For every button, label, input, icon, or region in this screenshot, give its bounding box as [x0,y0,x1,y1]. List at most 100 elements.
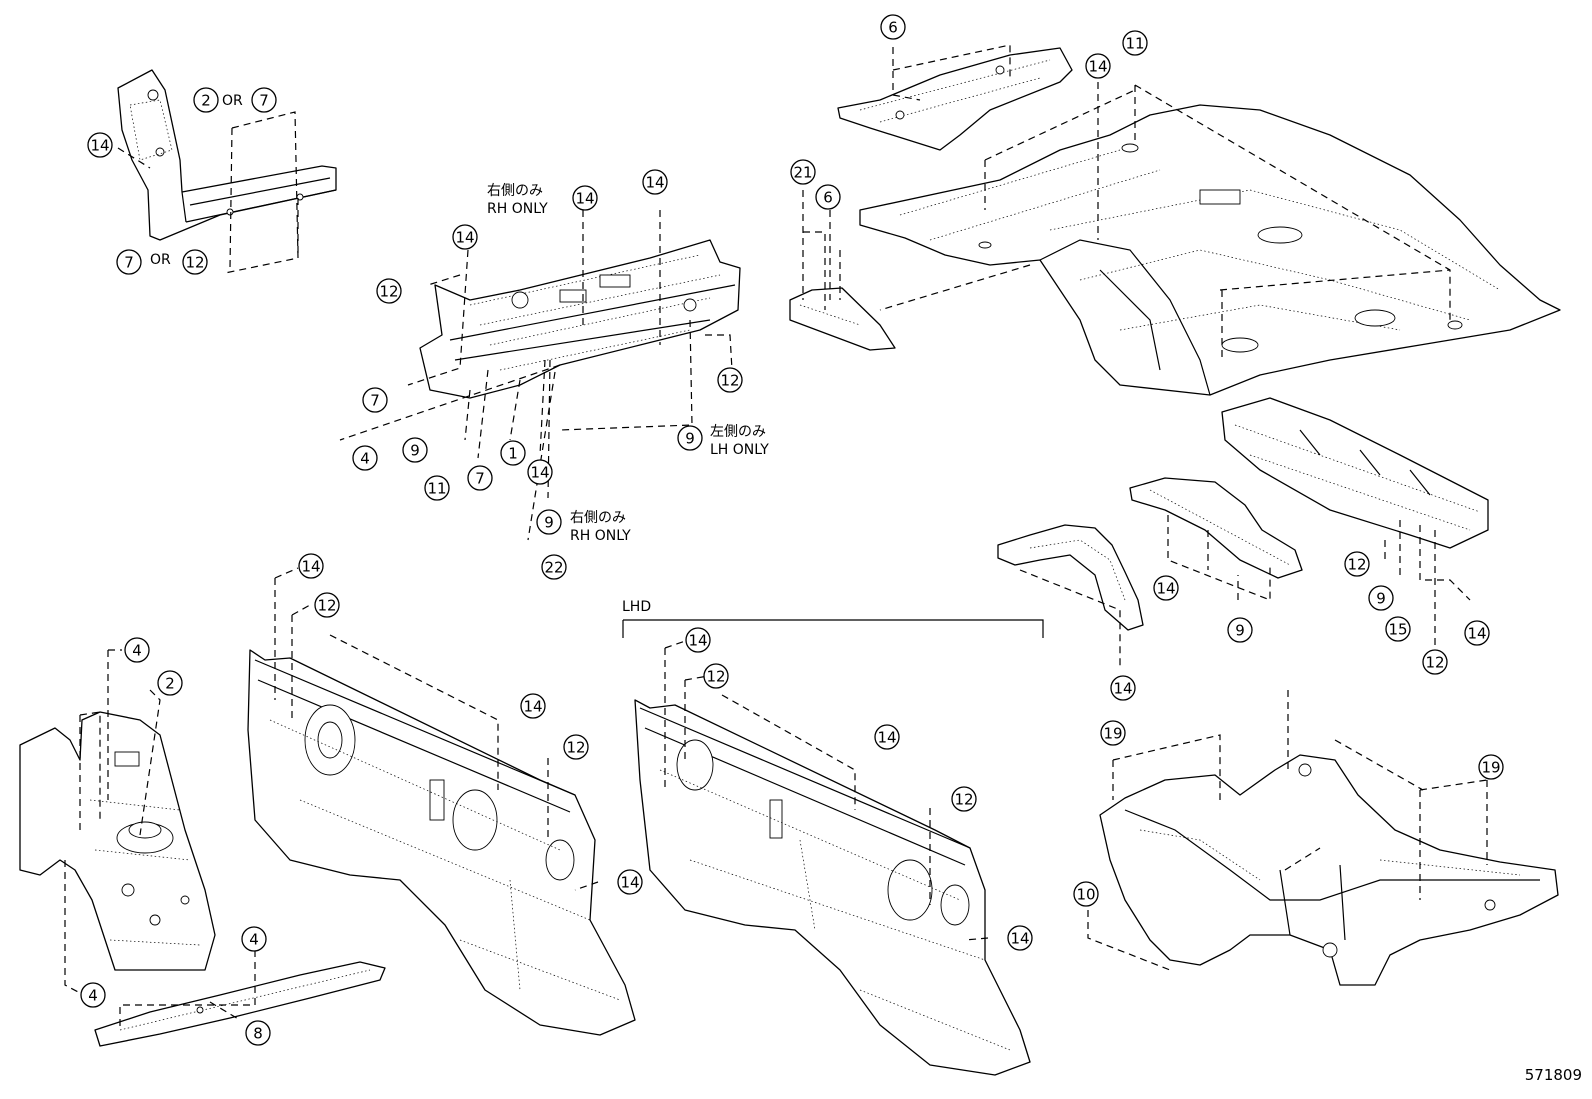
rh-only-note-en: RH ONLY [487,201,548,217]
callout-4: 4 [124,637,150,663]
callout-2: 2 [193,87,219,113]
callout-14: 14 [520,693,546,719]
callout-number: 14 [1113,680,1132,698]
callout-7: 7 [116,249,142,275]
callout-2: 2 [157,670,183,696]
callout-number: 12 [185,254,204,272]
callout-19: 19 [1478,754,1504,780]
callout-19: 19 [1100,720,1126,746]
callout-9: 9 [1368,585,1394,611]
callout-4: 4 [241,926,267,952]
callout-number: 4 [249,931,259,949]
callout-12: 12 [703,663,729,689]
callout-number: 9 [410,442,420,460]
apron-side-member-part [117,69,337,241]
rh-only-note-en: RH ONLY [570,528,631,544]
callout-14: 14 [1110,675,1136,701]
lh-only-note-jp: 左側のみ [710,424,766,440]
callout-14: 14 [1085,53,1111,79]
callout-12: 12 [376,278,402,304]
callout-number: 14 [1088,58,1107,76]
floor-cross-member-no2-part [997,524,1144,631]
callout-11: 11 [1122,30,1148,56]
callout-9: 9 [677,425,703,451]
callout-number: 9 [685,430,695,448]
callout-14: 14 [1007,925,1033,951]
callout-4: 4 [80,982,106,1008]
callout-number: 10 [1076,886,1095,904]
callout-14: 14 [685,627,711,653]
suspension-crossmember-part [1099,754,1559,986]
floor-pan-part [859,104,1561,396]
callout-number: 12 [379,283,398,301]
callout-number: 2 [201,92,211,110]
callout-number: 7 [124,254,134,272]
floor-front-reinforcement-part [837,47,1073,151]
floor-cross-member-no3-part [1129,477,1303,579]
apron-lower-reinforcement-part [94,961,386,1047]
callout-number: 19 [1103,725,1122,743]
callout-number: 9 [1235,622,1245,640]
callout-7: 7 [467,465,493,491]
callout-1: 1 [500,440,526,466]
callout-9: 9 [536,509,562,535]
callout-number: 4 [132,642,142,660]
rear-cross-member-part [1221,397,1489,549]
callout-number: 1 [508,445,518,463]
callout-number: 14 [645,174,664,192]
callout-number: 14 [530,464,549,482]
callout-number: 15 [1388,621,1407,639]
dash-panel-lhd-part [634,699,1031,1076]
callout-14: 14 [87,132,113,158]
callout-12: 12 [951,786,977,812]
callout-number: 4 [88,987,98,1005]
callout-number: 12 [317,597,336,615]
dash-panel-upper-part [419,239,741,399]
diagram-reference-number: 571809 [1525,1066,1582,1084]
callout-14: 14 [874,724,900,750]
rh-only-note-jp: 右側のみ [487,183,543,199]
front-wheel-apron-part [19,711,216,971]
callout-14: 14 [1464,620,1490,646]
callout-12: 12 [717,367,743,393]
or-label: OR [222,93,243,109]
callout-number: 14 [1010,930,1029,948]
callout-9: 9 [1227,617,1253,643]
callout-12: 12 [182,249,208,275]
callout-11: 11 [424,475,450,501]
callout-number: 11 [427,480,446,498]
callout-14: 14 [298,553,324,579]
callout-12: 12 [563,734,589,760]
callout-number: 14 [301,558,320,576]
callout-4: 4 [352,445,378,471]
lh-only-note-en: LH ONLY [710,442,769,458]
callout-22: 22 [541,554,567,580]
callout-number: 14 [1467,625,1486,643]
callout-number: 12 [706,668,725,686]
callout-6: 6 [815,184,841,210]
callout-number: 14 [688,632,707,650]
callout-number: 14 [90,137,109,155]
callout-number: 12 [954,791,973,809]
callout-number: 14 [455,229,474,247]
toe-board-bracket-part [789,287,896,351]
callout-number: 7 [259,92,269,110]
callout-21: 21 [790,159,816,185]
callout-8: 8 [245,1020,271,1046]
or-label: OR [150,252,171,268]
callout-14: 14 [642,169,668,195]
callout-9: 9 [402,437,428,463]
callout-number: 9 [1376,590,1386,608]
callout-number: 6 [823,189,833,207]
callout-number: 12 [1425,654,1444,672]
callout-7: 7 [251,87,277,113]
callout-number: 2 [165,675,175,693]
callout-number: 8 [253,1025,263,1043]
callout-number: 4 [360,450,370,468]
callout-6: 6 [880,14,906,40]
callout-number: 12 [720,372,739,390]
dash-panel-rhd-part [247,649,636,1036]
callout-number: 21 [793,164,812,182]
callout-10: 10 [1073,881,1099,907]
